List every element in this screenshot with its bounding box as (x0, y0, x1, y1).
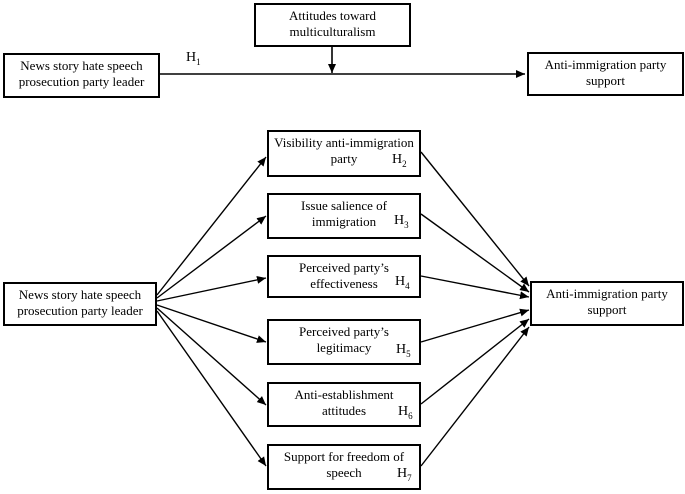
top-outcome-line-2: support (586, 73, 625, 88)
arrow-predictor-to-mediator-5 (156, 307, 267, 406)
moderator-box: Attitudes toward multiculturalism (254, 3, 411, 47)
arrow-mediator-5-to-outcome (420, 318, 530, 405)
hypothesis-h1-label: H1 (186, 50, 201, 67)
bottom-outcome-box: Anti-immigration party support (530, 281, 684, 326)
arrow-mediator-3-to-outcome (420, 275, 530, 300)
bottom-outcome-line-1: Anti-immigration party (546, 286, 668, 301)
top-outcome-line-1: Anti-immigration party (544, 57, 667, 72)
hypothesis-h5-number: 5 (406, 348, 411, 359)
mediator-6-line-1: Support for freedom of (283, 449, 405, 464)
top-predictor-line-1: News story hate speech (20, 58, 143, 73)
hypothesis-h2-letter: H (392, 152, 403, 167)
mediator-4-line-2: legitimacy (316, 340, 372, 355)
arrow-predictor-to-mediator-2 (156, 215, 267, 299)
mediator-5-line-1: Anti-establishment (294, 387, 394, 402)
mediator-box-legitimacy: Perceived party’s legitimacy (267, 319, 421, 365)
hypothesis-h6-letter: H (398, 404, 409, 419)
arrow-mediator-2-to-outcome (420, 213, 530, 293)
top-outcome-box: Anti-immigration party support (527, 52, 684, 96)
moderator-line-2: multiculturalism (289, 24, 376, 39)
arrow-mediator-1-to-outcome (420, 151, 530, 287)
hypothesis-h3-label: H3 (394, 213, 409, 230)
mediator-5-line-2: attitudes (321, 403, 367, 418)
arrow-predictor-to-mediator-6 (156, 310, 267, 467)
top-predictor-box: News story hate speech prosecution party… (3, 53, 160, 98)
hypothesis-h5-label: H5 (396, 342, 411, 359)
bottom-outcome-line-2: support (587, 302, 627, 317)
arrow-predictor-to-mediator-1 (156, 156, 267, 296)
hypothesis-h1-letter: H (186, 50, 197, 65)
hypothesis-h6-number: 6 (408, 410, 413, 421)
hypothesis-h3-letter: H (394, 213, 405, 228)
hypothesis-h3-number: 3 (404, 219, 409, 230)
mediator-2-line-1: Issue salience of (301, 198, 387, 213)
hypothesis-h4-letter: H (395, 274, 406, 289)
mediator-box-freedom-of-speech: Support for freedom of speech (267, 444, 421, 490)
hypothesis-h2-label: H2 (392, 152, 407, 169)
mediator-box-visibility: Visibility anti-immigration party (267, 130, 421, 177)
hypothesis-h4-number: 4 (405, 280, 410, 291)
hypothesis-h7-number: 7 (407, 472, 412, 483)
mediator-2-line-2: immigration (311, 214, 377, 229)
mediator-4-line-1: Perceived party’s (299, 324, 389, 339)
mediator-box-effectiveness: Perceived party’s effectiveness (267, 255, 421, 298)
hypothesis-h6-label: H6 (398, 404, 413, 421)
mediator-3-line-2: effectiveness (310, 276, 378, 291)
bottom-predictor-box: News story hate speech prosecution party… (3, 282, 157, 326)
bottom-predictor-line-1: News story hate speech (18, 287, 142, 302)
mediator-box-issue-salience: Issue salience of immigration (267, 193, 421, 239)
arrow-predictor-to-mediator-3 (156, 275, 267, 302)
hypothesis-h4-label: H4 (395, 274, 410, 291)
top-predictor-line-2: prosecution party leader (18, 74, 145, 89)
arrow-mediator-4-to-outcome (420, 308, 530, 343)
hypothesis-h5-letter: H (396, 342, 407, 357)
mediator-box-anti-establishment: Anti-establishment attitudes (267, 382, 421, 427)
mediator-6-line-2: speech (326, 465, 362, 480)
mediator-3-line-1: Perceived party’s (299, 260, 389, 275)
hypothesis-h1-number: 1 (196, 56, 201, 67)
hypothesis-h7-label: H7 (397, 466, 412, 483)
bottom-predictor-line-2: prosecution party leader (17, 303, 143, 318)
mediator-1-line-2: party (330, 151, 358, 166)
hypothesis-h2-number: 2 (402, 158, 407, 169)
hypothesis-h7-letter: H (397, 466, 408, 481)
arrow-mediator-6-to-outcome (420, 326, 530, 467)
moderator-line-1: Attitudes toward (288, 8, 376, 23)
mediator-1-line-1: Visibility anti-immigration (274, 135, 414, 150)
arrow-predictor-to-mediator-4 (156, 304, 267, 343)
